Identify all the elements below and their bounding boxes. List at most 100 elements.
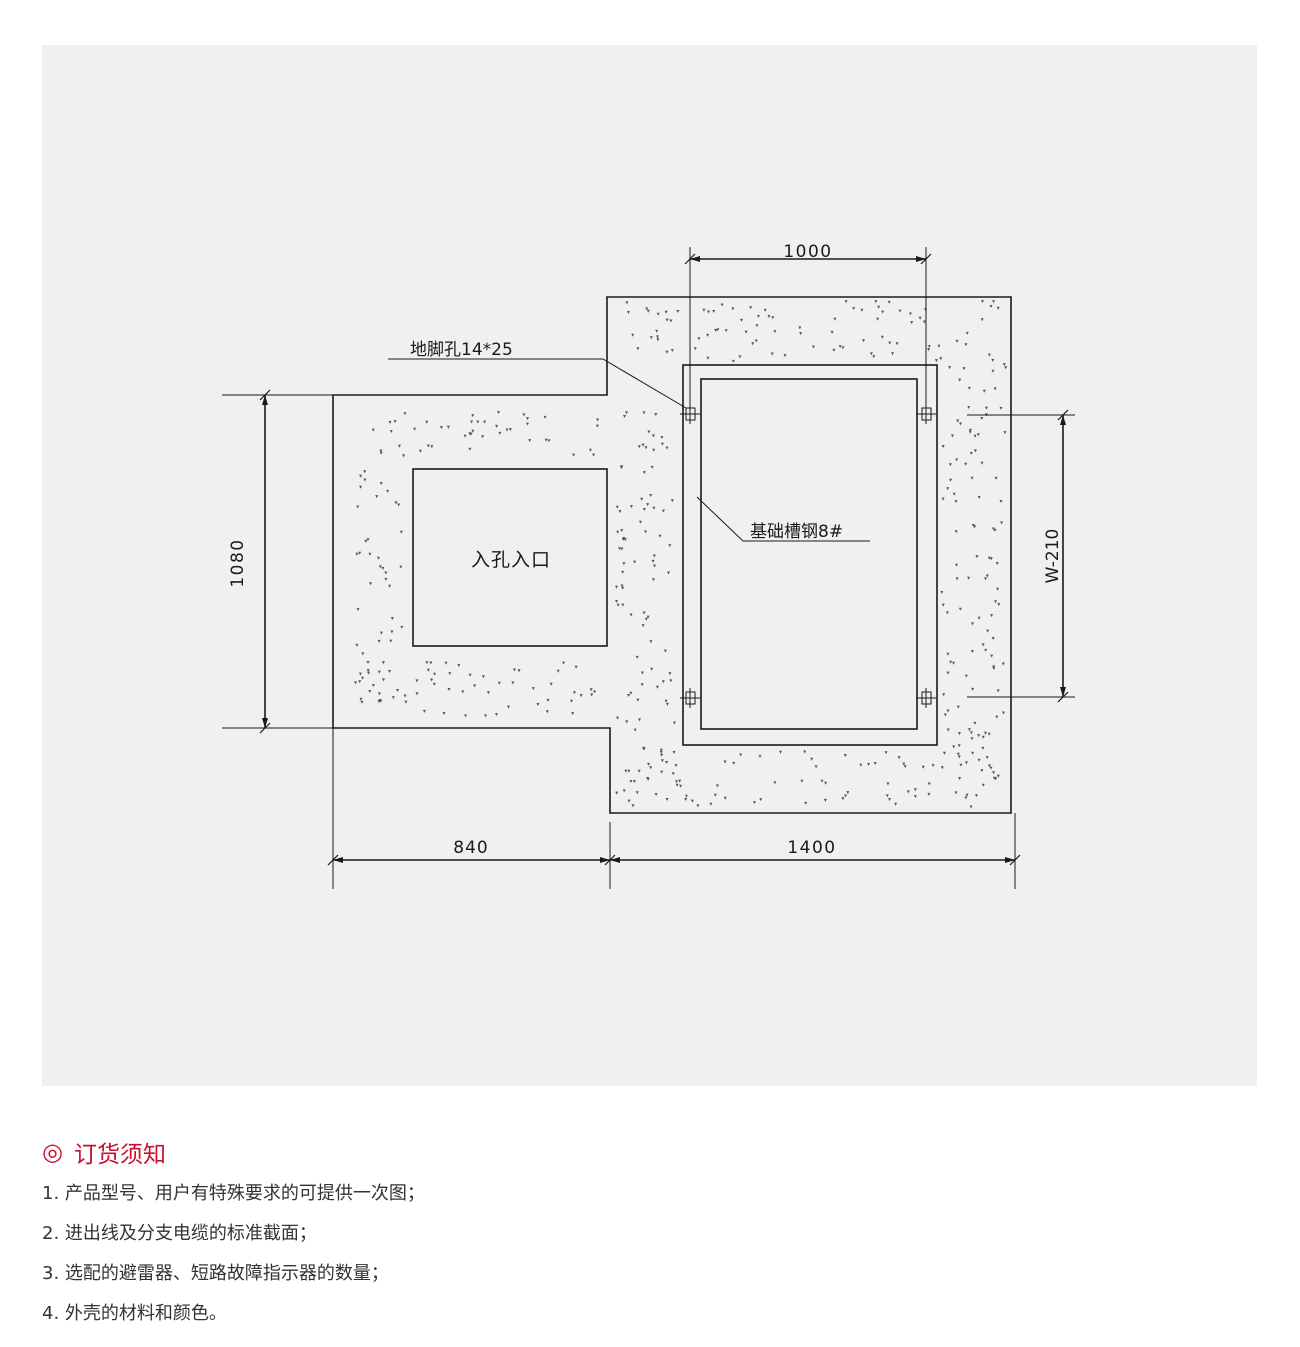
stipple-mark [484,714,487,718]
stipple-mark [665,350,669,354]
stipple-mark [430,678,434,682]
stipple-mark [637,445,641,449]
stipple-mark [992,300,995,304]
stipple-mark [676,310,680,313]
stipple-mark [620,529,624,533]
stipple-mark [468,432,472,436]
stipple-mark [579,694,583,698]
stipple-mark [731,359,735,363]
stipple-mark [973,434,977,438]
stipple-mark [982,389,986,393]
stipple-mark [967,386,971,390]
stipple-mark [927,348,931,352]
stipple-mark [942,751,946,755]
stipple-mark [967,576,971,580]
stipple-mark [684,798,688,801]
stipple-mark [798,326,802,330]
stipple-mark [759,798,763,802]
stipple-mark [356,608,360,612]
stipple-mark [471,429,475,433]
stipple-mark [832,348,836,352]
stipple-mark [646,309,650,313]
stipple-mark [744,330,748,334]
stipple-mark [723,760,727,764]
stipple-mark [665,798,669,801]
stipple-mark [957,755,961,759]
stipple-mark [824,781,828,785]
dim-text-top: 1000 [783,242,832,262]
label-channel-steel: 基础槽钢8# [750,522,843,542]
stipple-mark [638,718,641,722]
stipple-mark [536,703,540,706]
stipple-mark [665,702,669,706]
stipple-mark [642,411,646,415]
stipple-mark [860,308,864,312]
stipple-mark [379,451,383,455]
stipple-mark [621,586,625,590]
stipple-mark [712,310,716,313]
stipple-mark [649,336,653,340]
stipple-mark [652,506,656,510]
stipple-mark [709,802,713,806]
stipple-mark [980,417,984,420]
stipple-mark [425,661,429,665]
stipple-mark [675,783,679,787]
stipple-mark [931,764,935,768]
stipple-mark [740,318,743,322]
stipple-mark [359,485,363,489]
stipple-mark [615,600,618,603]
stipple-mark [955,339,959,343]
stipple-mark [706,356,710,360]
stipple-mark [697,337,701,341]
stipple-mark [913,795,917,799]
stipple-mark [390,617,394,620]
stipple-mark [956,705,960,709]
stipple-mark [739,753,743,757]
stipple-mark [425,420,429,424]
stipple-mark [573,691,576,695]
stipple-mark [976,433,980,437]
stipple-mark [595,424,599,428]
stipple-mark [596,418,600,422]
stipple-mark [642,508,646,511]
stipple-mark [995,715,999,719]
stipple-mark [973,721,977,725]
stipple-mark [570,699,573,703]
stipple-mark [545,710,549,714]
stipple-mark [653,564,656,568]
stipple-mark [843,754,847,757]
stipple-mark [356,505,360,509]
stipple-mark [959,422,962,426]
stipple-mark [654,793,658,797]
channel-steel-outer [682,364,938,746]
stipple-mark [433,672,436,676]
stipple-mark [684,794,688,798]
stipple-mark [814,765,818,769]
stipple-mark [418,449,422,453]
stipple-mark [693,347,697,351]
stipple-mark [895,342,899,346]
stipple-mark [678,779,682,783]
stipple-mark [549,682,553,686]
leader-channel-steel [696,496,870,542]
stipple-mark [811,345,815,349]
stipple-mark [670,499,674,503]
stipple-mark [642,747,646,751]
stipple-mark [984,648,988,652]
stipple-mark [980,461,984,465]
double-circle-icon: ◎ [42,1138,63,1166]
stipple-mark [655,329,659,333]
stipple-mark [844,794,847,798]
stipple-mark [378,699,382,702]
stipple-mark [690,799,694,803]
stipple-mark [390,630,394,634]
stipple-mark [956,419,960,423]
stipple-mark [368,690,372,693]
stipple-mark [770,352,774,356]
stipple-mark [463,434,467,438]
dim-text-bottom-right: 1400 [787,838,836,858]
stipple-mark [629,691,633,695]
stipple-mark [562,661,565,665]
stipple-mark [713,793,717,797]
stipple-mark [981,735,985,739]
